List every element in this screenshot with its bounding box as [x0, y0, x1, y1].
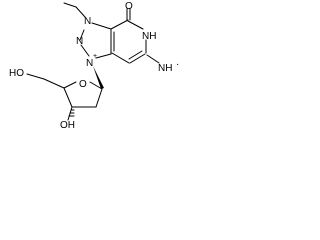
- purine-bonds: [63, 2, 160, 64]
- atom-nh-ring: NH: [142, 31, 156, 42]
- glycosidic-wedge-bond: [93, 66, 104, 89]
- charge-plus: +: [93, 53, 97, 60]
- atom-n-ring: N: [76, 36, 83, 47]
- chemical-structure: O NH NH · N + N N O HO OH: [9, 1, 179, 131]
- sugar-bonds: [26, 73, 103, 121]
- atom-ho-primary: HO: [9, 68, 24, 79]
- atom-o-sugar-ring: O: [79, 79, 87, 90]
- atom-labels: O NH NH · N + N N O HO OH: [9, 1, 179, 131]
- radical-dot: ·: [176, 59, 179, 70]
- atom-nh-amine: NH: [158, 63, 172, 74]
- atom-o-carbonyl: O: [125, 1, 133, 12]
- atom-n-plus: N: [86, 58, 93, 69]
- atom-oh-secondary: OH: [60, 120, 75, 131]
- atom-n-ethyl: N: [84, 16, 91, 27]
- hashed-bond-c3: [68, 109, 75, 117]
